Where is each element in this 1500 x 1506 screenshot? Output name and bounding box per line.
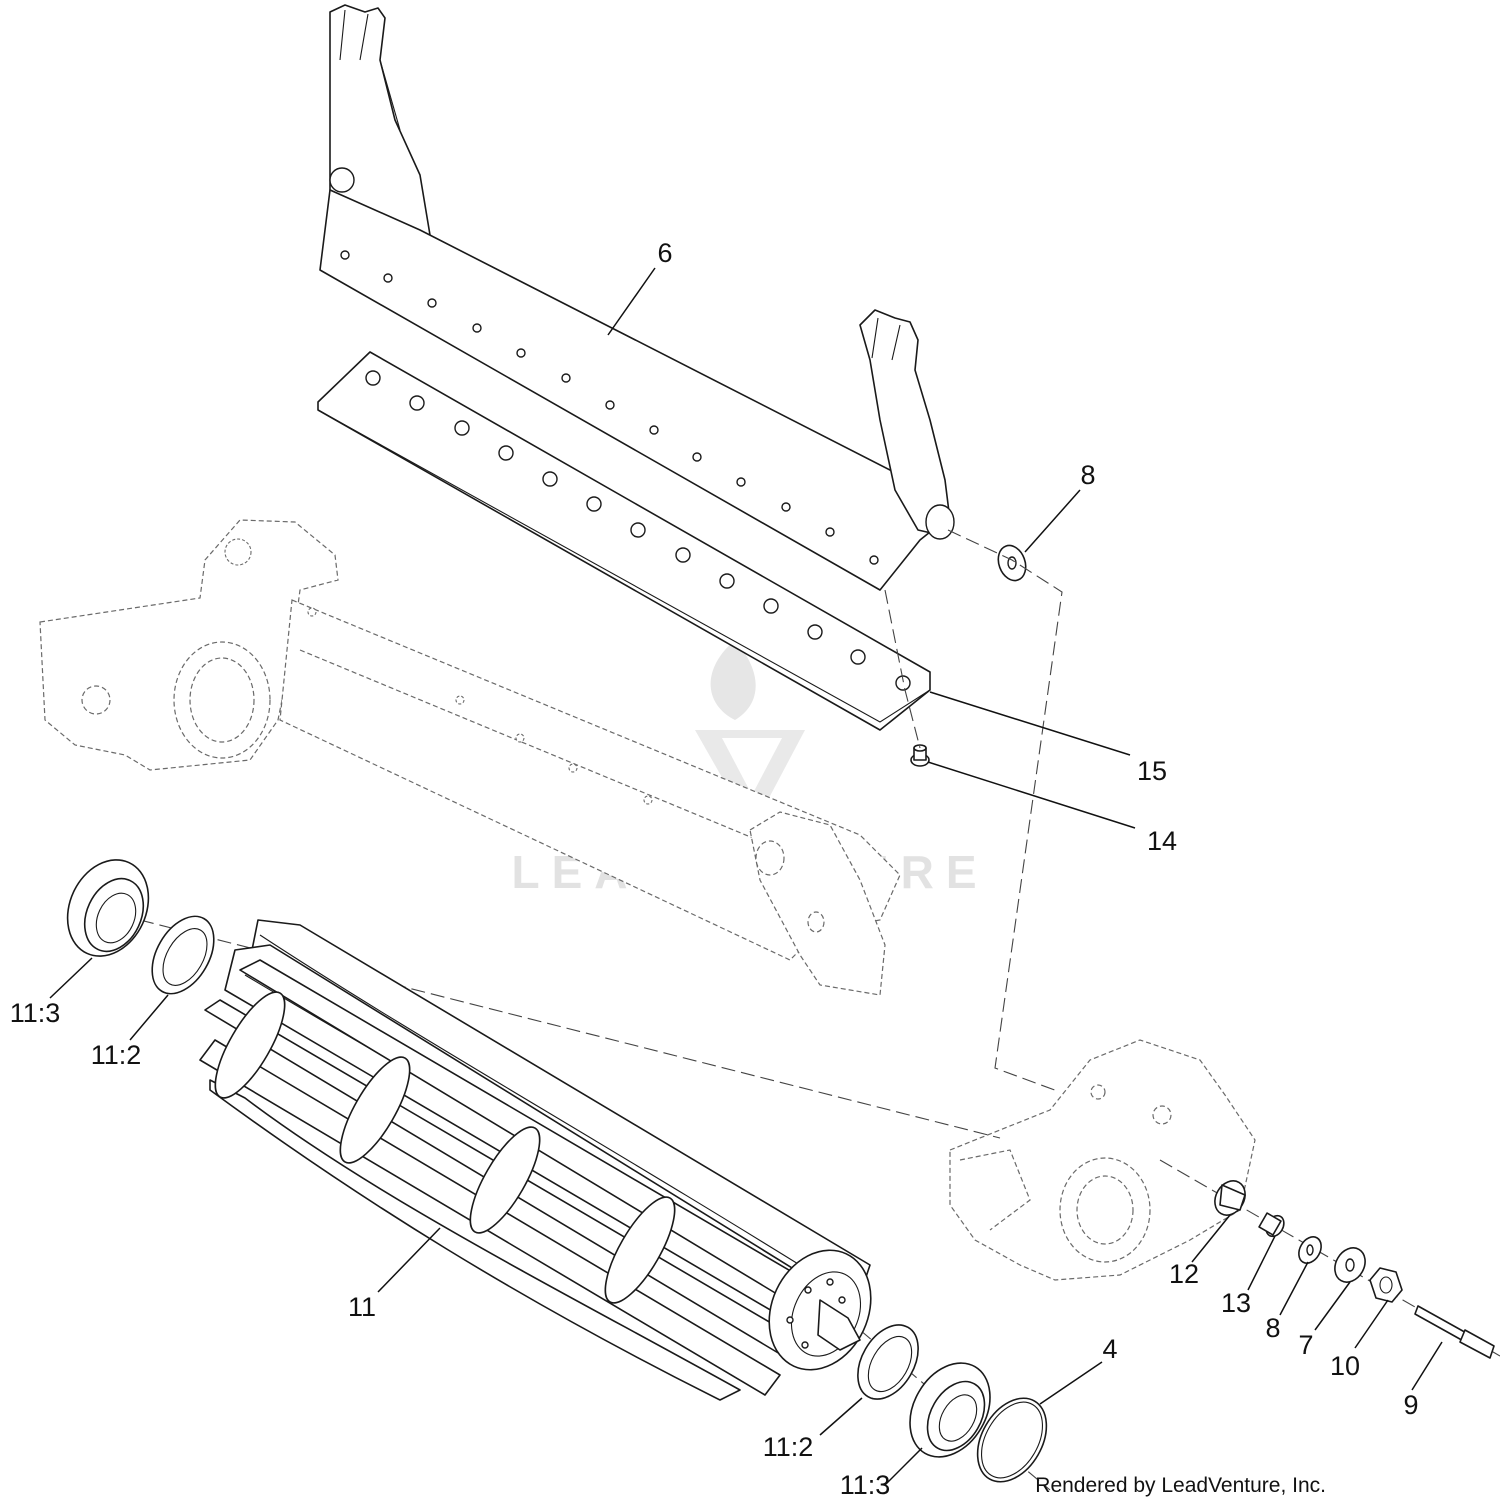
callout-6[interactable]: 6 xyxy=(657,238,672,268)
seal-right-part xyxy=(857,1324,919,1400)
reel-spiders xyxy=(214,991,676,1304)
washer-top-part xyxy=(997,544,1027,582)
callout-11-2-left[interactable]: 11:2 xyxy=(91,1040,142,1070)
seal-left-part xyxy=(151,915,215,995)
bearing-left-part xyxy=(66,859,150,957)
bedknife-part xyxy=(317,351,931,731)
shaft-part xyxy=(1414,1305,1495,1359)
callout-9[interactable]: 9 xyxy=(1403,1390,1418,1420)
callout-7[interactable]: 7 xyxy=(1298,1330,1313,1360)
bedbar-part xyxy=(319,4,955,591)
callout-11-3-left[interactable]: 11:3 xyxy=(10,998,61,1028)
washer-lower-part xyxy=(1298,1236,1322,1264)
callout-11[interactable]: 11 xyxy=(348,1292,376,1322)
callout-14[interactable]: 14 xyxy=(1147,826,1177,856)
nut-part xyxy=(1369,1267,1403,1303)
callout-15[interactable]: 15 xyxy=(1137,756,1167,786)
spacer-part xyxy=(1258,1212,1285,1238)
reel-assembly-part xyxy=(199,919,872,1401)
callout-10[interactable]: 10 xyxy=(1330,1351,1360,1381)
snap-ring-part xyxy=(976,1397,1048,1483)
callout-4[interactable]: 4 xyxy=(1102,1334,1117,1364)
callout-8-top[interactable]: 8 xyxy=(1080,460,1095,490)
reel-frame-ghost xyxy=(39,519,1256,1281)
leader-lines xyxy=(49,267,1443,1486)
bearing-right-part xyxy=(909,1362,991,1458)
render-credit: Rendered by LeadVenture, Inc. xyxy=(1035,1474,1326,1497)
callout-labels: 6 8 15 14 11:3 11:2 11 12 13 8 7 10 9 4 … xyxy=(10,238,1419,1500)
bedknife-screw-part xyxy=(910,744,930,767)
callout-8-lower[interactable]: 8 xyxy=(1265,1313,1280,1343)
lock-washer-part xyxy=(1334,1247,1366,1283)
callout-11-2-right[interactable]: 11:2 xyxy=(763,1432,814,1462)
bushing-part xyxy=(1214,1180,1246,1216)
callout-12[interactable]: 12 xyxy=(1169,1259,1199,1289)
bedbar-holes xyxy=(340,250,879,565)
callout-11-3-right[interactable]: 11:3 xyxy=(840,1470,891,1500)
callout-13[interactable]: 13 xyxy=(1221,1288,1251,1318)
